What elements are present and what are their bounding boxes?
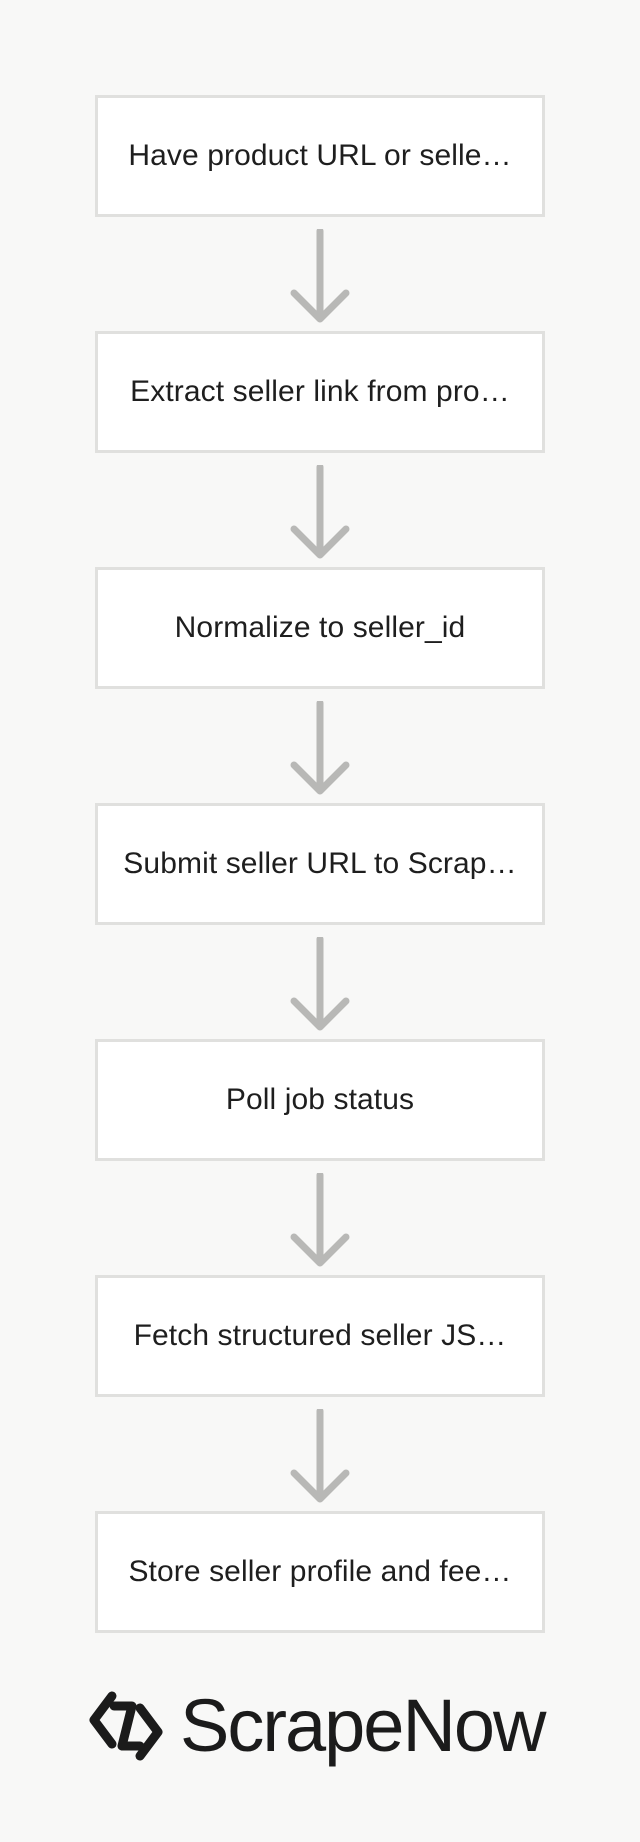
flowchart: Have product URL or selle… Extract selle… [95,95,545,1633]
arrow-down-icon [290,465,350,561]
step-5-box: Poll job status [95,1039,545,1161]
brand-name: ScrapeNow [180,1684,547,1767]
step-3-box: Normalize to seller_id [95,567,545,689]
arrow-down-icon [290,1409,350,1505]
brand-footer: ScrapeNow [88,1684,547,1767]
step-2-box: Extract seller link from pro… [95,331,545,453]
step-1-box: Have product URL or selle… [95,95,545,217]
step-4-label: Submit seller URL to Scrap… [123,847,517,880]
arrow-down-icon [290,937,350,1033]
arrow-down-icon [290,1173,350,1269]
step-1-label: Have product URL or selle… [128,139,512,172]
step-6-label: Fetch structured seller JS… [133,1319,507,1352]
scrapenow-logo-icon [88,1688,164,1764]
arrow-down-icon [290,229,350,325]
arrow-down-icon [290,701,350,797]
step-3-label: Normalize to seller_id [174,611,466,644]
step-5-label: Poll job status [225,1083,415,1116]
step-7-box: Store seller profile and fee… [95,1511,545,1633]
step-6-box: Fetch structured seller JS… [95,1275,545,1397]
step-4-box: Submit seller URL to Scrap… [95,803,545,925]
step-2-label: Extract seller link from pro… [130,375,510,408]
step-7-label: Store seller profile and fee… [128,1555,512,1588]
